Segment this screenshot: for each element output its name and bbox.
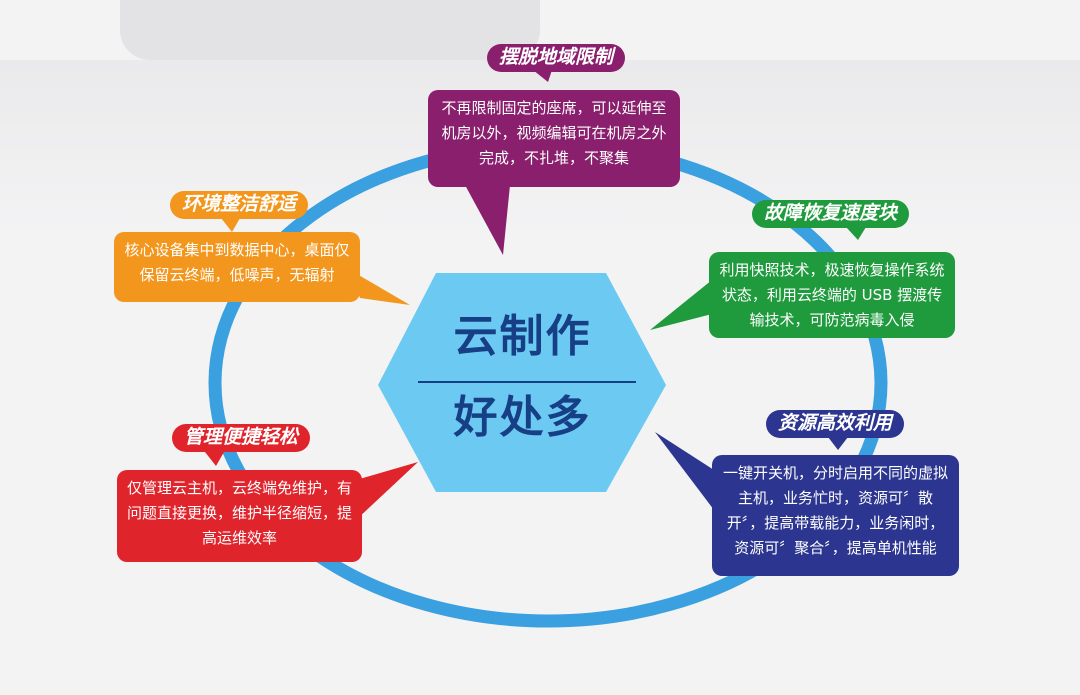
tag-tail-right-bottom bbox=[828, 437, 848, 450]
callout-tail-left-top bbox=[350, 270, 410, 305]
callout-efficient-resources: 一键开关机，分时启用不同的虚拟主机，业务忙时，资源可〞散开〞，提高带载能力，业务… bbox=[712, 455, 959, 576]
tag-tail-left-bottom bbox=[205, 452, 224, 466]
tag-tail-left-top bbox=[221, 218, 240, 232]
tag-location-freedom: 摆脱地域限制 bbox=[487, 44, 626, 72]
background-shape bbox=[120, 0, 540, 60]
callout-fast-recovery: 利用快照技术，极速恢复操作系统状态，利用云终端的 USB 摆渡传输技术，可防范病… bbox=[709, 252, 955, 338]
callout-tail-left-bottom bbox=[356, 462, 418, 520]
callout-location-freedom: 不再限制固定的座席，可以延伸至机房以外，视频编辑可在机房之外完成，不扎堆，不聚集 bbox=[428, 90, 680, 187]
center-title-line2: 好处多 bbox=[453, 392, 592, 443]
callout-tail-top bbox=[465, 185, 510, 255]
tag-tail-top bbox=[533, 70, 552, 82]
callout-tail-right-bottom bbox=[655, 432, 714, 510]
callout-tail-right-top bbox=[650, 280, 712, 330]
callout-clean-environment: 核心设备集中到数据中心，桌面仅保留云终端，低噪声，无辐射 bbox=[114, 232, 360, 302]
tag-easy-management: 管理便捷轻松 bbox=[172, 424, 311, 452]
tag-efficient-resources: 资源高效利用 bbox=[766, 410, 905, 438]
center-title-line1: 云制作 bbox=[453, 311, 592, 362]
tag-fast-recovery: 故障恢复速度块 bbox=[752, 200, 910, 228]
tag-tail-right-top bbox=[846, 227, 866, 240]
callout-easy-management: 仅管理云主机，云终端免维护，有问题直接更换，维护半径缩短，提高运维效率 bbox=[117, 470, 362, 562]
tag-clean-environment: 环境整洁舒适 bbox=[170, 191, 309, 219]
